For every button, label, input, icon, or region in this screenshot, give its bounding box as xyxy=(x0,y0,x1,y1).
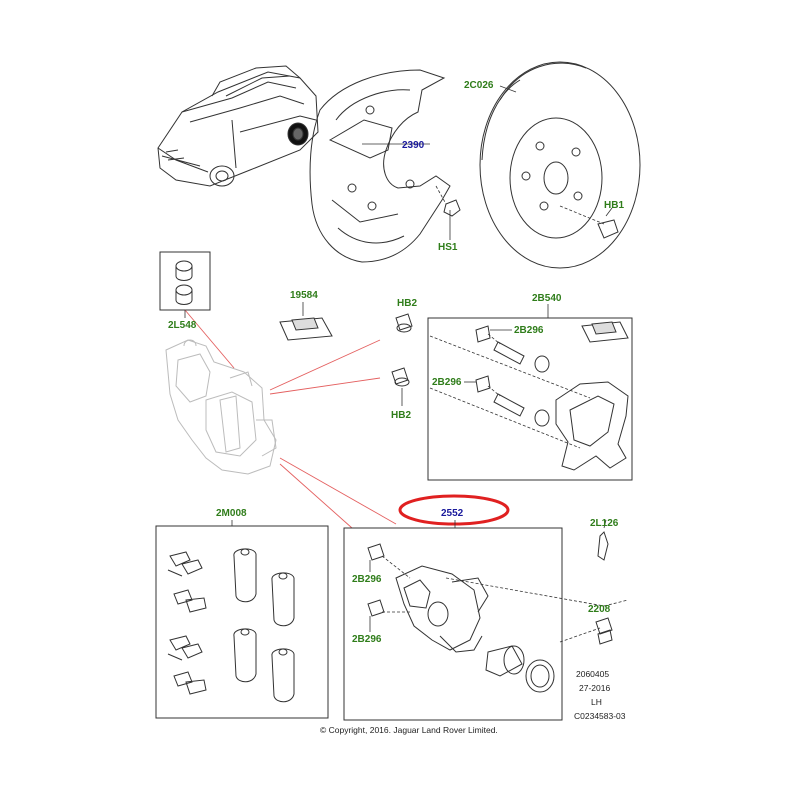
label-disc-bolt[interactable]: HB1 xyxy=(604,200,624,211)
bushes-illustration xyxy=(175,260,193,305)
label-pin-bolt-bottom[interactable]: 2B296 xyxy=(432,377,462,388)
caliper-illustration xyxy=(367,543,629,693)
caliper-box xyxy=(343,527,563,721)
carrier-kit-box xyxy=(427,317,633,481)
caliper-overview-illustration xyxy=(165,339,277,475)
ref-line-1: 2060405 xyxy=(576,669,609,679)
wear-sensor-clip-illustration xyxy=(597,519,609,561)
disc-bolt-illustration xyxy=(597,207,619,239)
label-carrier-bolt-bottom[interactable]: HB2 xyxy=(391,410,411,421)
label-carrier-bolt-top[interactable]: HB2 xyxy=(397,298,417,309)
label-disc[interactable]: 2C026 xyxy=(464,80,494,91)
label-grease-sachet[interactable]: 19584 xyxy=(290,290,318,301)
label-carrier-kit[interactable]: 2B540 xyxy=(532,293,562,304)
label-shield-bolt[interactable]: HS1 xyxy=(438,242,458,253)
label-bushes[interactable]: 2L548 xyxy=(168,320,197,331)
highlight-ring xyxy=(398,494,510,526)
leader-lines xyxy=(184,309,397,529)
label-disc-leader xyxy=(499,85,517,93)
label-pin-bolt-top[interactable]: 2B296 xyxy=(514,325,544,336)
shield-bolt-illustration xyxy=(435,185,461,240)
label-wear-sensor-clip[interactable]: 2L126 xyxy=(590,518,619,529)
pad-kit-box xyxy=(155,525,329,719)
pad-kit-illustration xyxy=(167,548,295,703)
brake-disc-illustration xyxy=(479,61,641,269)
carrier-bolts-illustration xyxy=(391,313,413,387)
carrier-kit-illustration xyxy=(429,321,629,471)
vehicle-illustration xyxy=(157,65,319,187)
dust-shield-illustration xyxy=(309,69,451,263)
label-caliper[interactable]: 2552 xyxy=(441,508,464,519)
grease-sachet-illustration xyxy=(279,317,333,341)
ref-line-3: LH xyxy=(591,697,602,707)
copyright-notice: © Copyright, 2016. Jaguar Land Rover Lim… xyxy=(320,725,498,735)
bleed-screw-illustration xyxy=(595,617,613,645)
ref-line-2: 27-2016 xyxy=(579,683,610,693)
label-shield[interactable]: 2390 xyxy=(402,140,425,151)
label-caliper-bolt-top[interactable]: 2B296 xyxy=(352,574,382,585)
ref-line-4: C0234583-03 xyxy=(574,711,626,721)
label-caliper-bolt-bottom[interactable]: 2B296 xyxy=(352,634,382,645)
label-bleed-screw[interactable]: 2208 xyxy=(588,604,611,615)
label-pad-kit[interactable]: 2M008 xyxy=(216,508,247,519)
